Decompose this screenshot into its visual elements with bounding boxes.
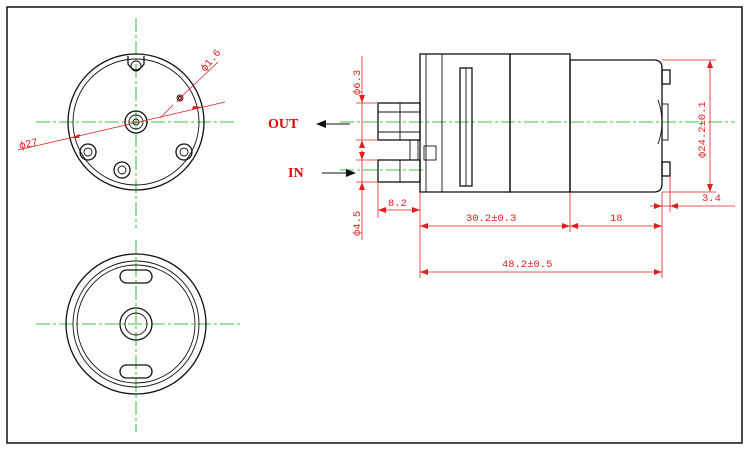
side-view bbox=[340, 53, 735, 193]
motor-length-label: 18 bbox=[610, 213, 623, 225]
in-arrow bbox=[346, 169, 356, 177]
pump-head-length-label: 30.2±0.3 bbox=[466, 213, 516, 225]
hole-dia-label: ф1.6 bbox=[198, 47, 224, 75]
in-port bbox=[377, 159, 421, 183]
body-dia-label: ф27 bbox=[18, 136, 39, 153]
out-port-dia-label: ф6.3 bbox=[351, 70, 364, 95]
out-arrow bbox=[316, 120, 326, 128]
total-length-label: 48.2±0.5 bbox=[502, 259, 552, 271]
end-view-bottom bbox=[36, 240, 240, 432]
side-dimensions: ф6.3 ф4.5 8.2 30.2±0.3 18 48.2±0.5 bbox=[351, 56, 735, 278]
port-labels: OUT IN bbox=[268, 117, 356, 181]
terminal-length-label: 3.4 bbox=[702, 193, 721, 205]
end-view-top: ф1.6 ф27 bbox=[17, 18, 235, 228]
in-port-dia-label: ф4.5 bbox=[351, 211, 364, 236]
out-port bbox=[377, 102, 421, 141]
motor-dia-label: ф24.2±0.1 bbox=[696, 101, 709, 158]
in-label: IN bbox=[288, 166, 304, 181]
out-label: OUT bbox=[268, 117, 299, 132]
port-length-label: 8.2 bbox=[388, 198, 407, 210]
drawing-border bbox=[6, 6, 743, 444]
